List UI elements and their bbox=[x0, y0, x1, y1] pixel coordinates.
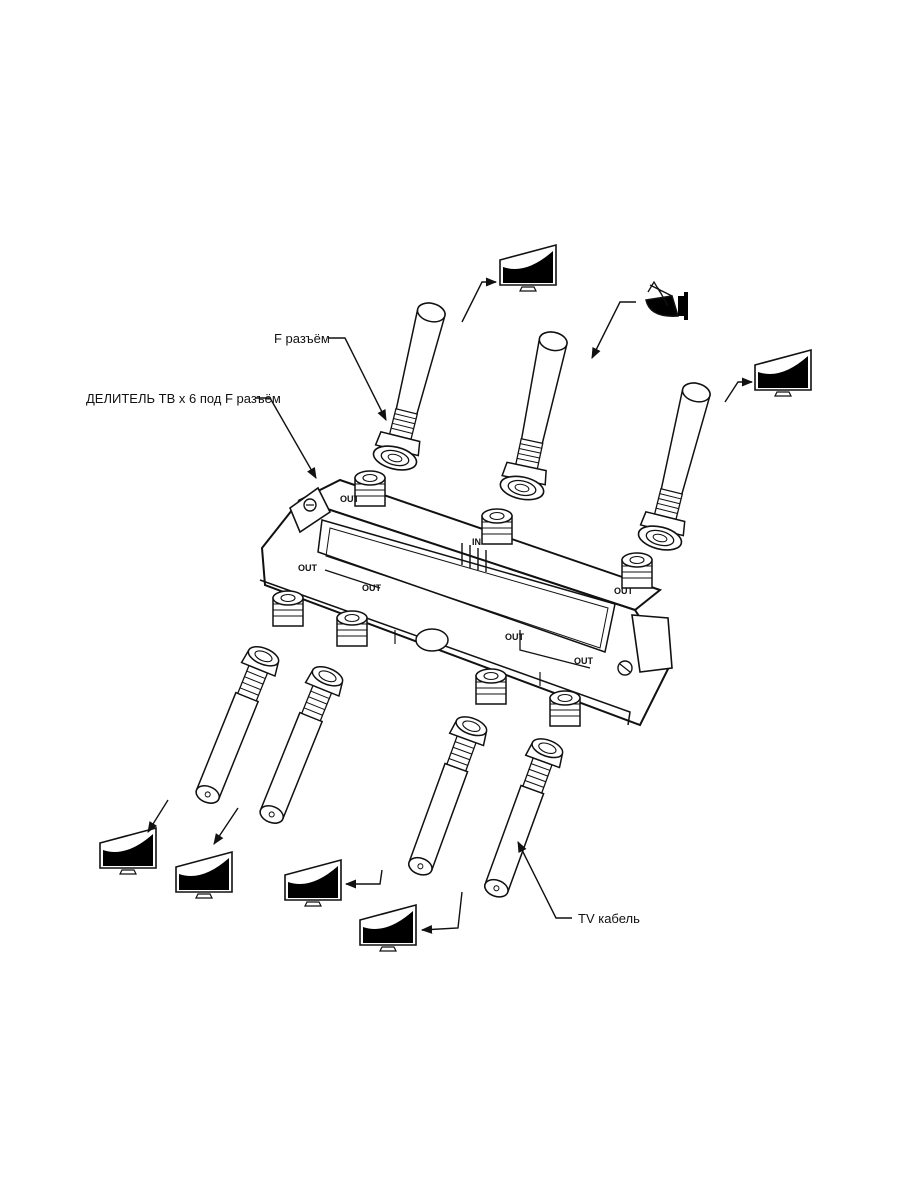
port-label-out: OUT bbox=[505, 632, 525, 642]
port-label-out: OUT bbox=[340, 494, 360, 504]
port-label-out: OUT bbox=[298, 563, 318, 573]
cable-upper-right bbox=[635, 377, 721, 555]
label-tv-cable: TV кабель bbox=[578, 911, 640, 926]
tv-icon bbox=[284, 859, 342, 907]
tv-icon bbox=[99, 827, 157, 875]
port-label-out: OUT bbox=[614, 586, 634, 596]
cable-upper-left bbox=[370, 297, 456, 475]
signal-arrows bbox=[147, 277, 754, 934]
splitter-body bbox=[259, 478, 673, 727]
port-out-front-4 bbox=[549, 690, 581, 727]
cable-lower-2 bbox=[251, 661, 348, 830]
label-splitter: ДЕЛИТЕЛЬ ТВ х 6 под F разъём bbox=[86, 391, 281, 406]
label-f-connector: F разъём bbox=[274, 331, 330, 346]
callouts bbox=[256, 337, 572, 919]
tv-icon bbox=[359, 904, 417, 952]
tv-icon bbox=[499, 244, 557, 292]
tv-icon bbox=[754, 349, 812, 397]
satellite-dish-icon bbox=[645, 280, 688, 320]
cable-lower-1 bbox=[187, 641, 284, 810]
port-out-top-left bbox=[354, 470, 386, 507]
port-label-in: IN bbox=[472, 537, 481, 547]
port-out-front-1 bbox=[272, 590, 304, 627]
port-label-out: OUT bbox=[362, 583, 382, 593]
tv-icon bbox=[175, 851, 233, 899]
port-out-front-3 bbox=[475, 668, 507, 705]
cable-lower-4 bbox=[476, 733, 568, 903]
port-in-top bbox=[481, 508, 513, 545]
port-label-out: OUT bbox=[574, 656, 594, 666]
cable-lower-3 bbox=[400, 711, 492, 881]
port-out-top-right bbox=[621, 552, 653, 589]
cable-upper-middle bbox=[497, 327, 578, 505]
port-out-front-2 bbox=[336, 610, 368, 647]
